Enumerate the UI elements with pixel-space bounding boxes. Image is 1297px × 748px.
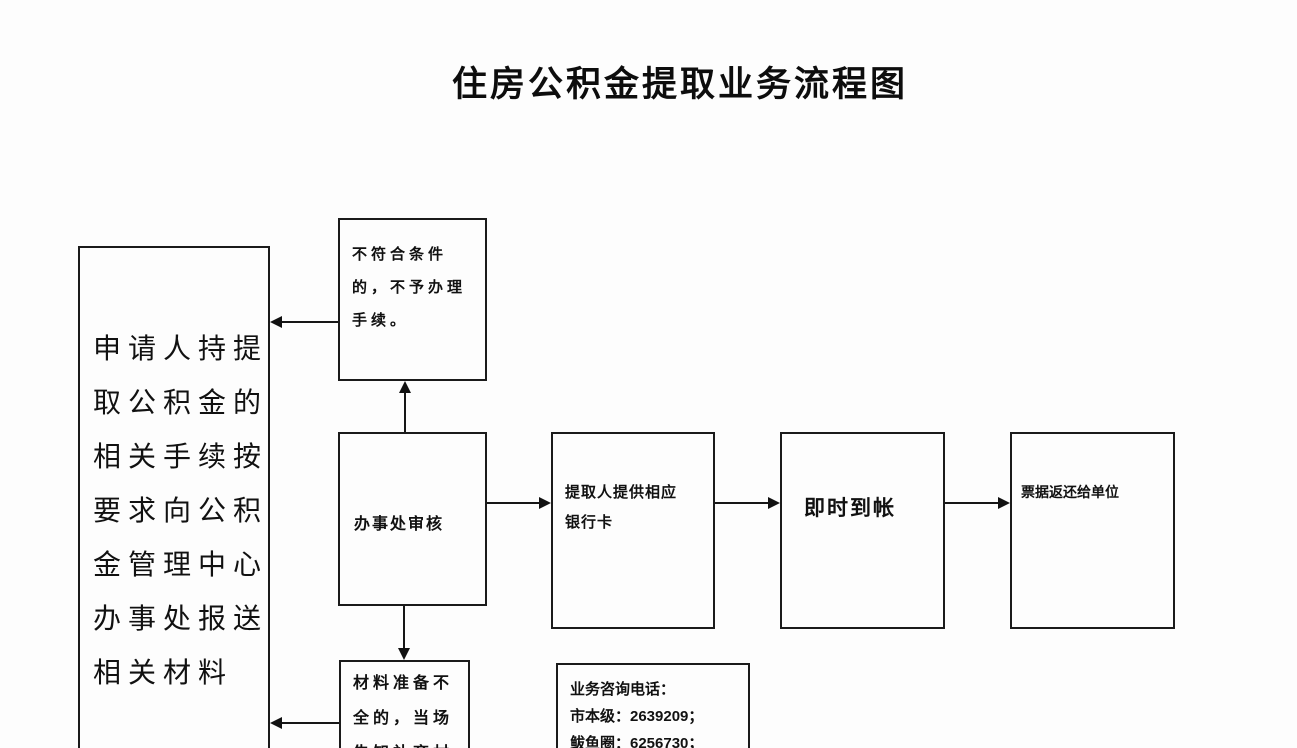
phone-line-1: 业务咨询电话： (570, 681, 676, 698)
arrow-line-review-to-reject (404, 390, 406, 432)
arrow-head-left-icon (270, 717, 282, 729)
bankcard-line-2: 银行卡 (565, 514, 614, 531)
reject-line-1: 不符合条件 (352, 246, 448, 263)
applicant-line-5: 金管理中心 (93, 549, 269, 580)
phone-line-2: 市本级：2639209； (570, 708, 704, 725)
arrow-head-left-icon (270, 316, 282, 328)
applicant-line-6: 办事处报送 (93, 603, 269, 634)
arrow-line-review-to-bankcard (487, 502, 541, 504)
applicant-line-2: 取公积金的 (93, 387, 269, 418)
arrow-head-right-icon (998, 497, 1010, 509)
page-title: 住房公积金提取业务流程图 (451, 65, 908, 104)
arrow-head-right-icon (539, 497, 551, 509)
info-box-phone: 业务咨询电话： 市本级：2639209； 鲅鱼圈：6256730； (556, 663, 750, 748)
applicant-line-4: 要求向公积 (93, 495, 269, 526)
reject-line-2: 的，不予办理 (352, 279, 467, 296)
arrow-line-instant-to-receipt (945, 502, 999, 504)
applicant-line-3: 相关手续按 (93, 441, 269, 472)
arrow-head-right-icon (768, 497, 780, 509)
incomplete-line-2: 全的，当场 (353, 710, 454, 727)
arrow-line-reject-to-applicant (280, 321, 338, 323)
arrow-head-down-icon (398, 648, 410, 660)
flow-box-receipt-return: 票据返还给单位 (1010, 432, 1175, 629)
flow-box-instant-credit: 即时到帐 (780, 432, 945, 629)
instant-label: 即时到帐 (804, 497, 896, 520)
flow-box-review: 办事处审核 (338, 432, 487, 606)
receipt-label: 票据返还给单位 (1021, 484, 1119, 500)
arrow-line-review-to-incomplete (403, 606, 405, 649)
review-label: 办事处审核 (354, 516, 445, 533)
arrow-head-up-icon (399, 381, 411, 393)
flow-box-applicant: 申请人持提 取公积金的 相关手续按 要求向公积 金管理中心 办事处报送 相关材料 (78, 246, 270, 748)
reject-line-3: 手续。 (352, 312, 410, 329)
bankcard-line-1: 提取人提供相应 (565, 484, 678, 501)
arrow-line-bankcard-to-instant (715, 502, 769, 504)
arrow-line-incomplete-to-applicant (280, 722, 339, 724)
flow-box-reject: 不符合条件 的，不予办理 手续。 (338, 218, 487, 381)
incomplete-line-3: 告知补齐材 (353, 736, 468, 748)
flow-box-bankcard: 提取人提供相应 银行卡 (551, 432, 715, 629)
phone-line-3: 鲅鱼圈：6256730； (570, 735, 704, 748)
applicant-line-7: 相关材料 (93, 657, 234, 688)
applicant-line-1: 申请人持提 (93, 333, 269, 364)
incomplete-line-1: 材料准备不 (353, 675, 454, 692)
flow-box-incomplete-materials: 材料准备不 全的，当场 告知补齐材 (339, 660, 470, 748)
